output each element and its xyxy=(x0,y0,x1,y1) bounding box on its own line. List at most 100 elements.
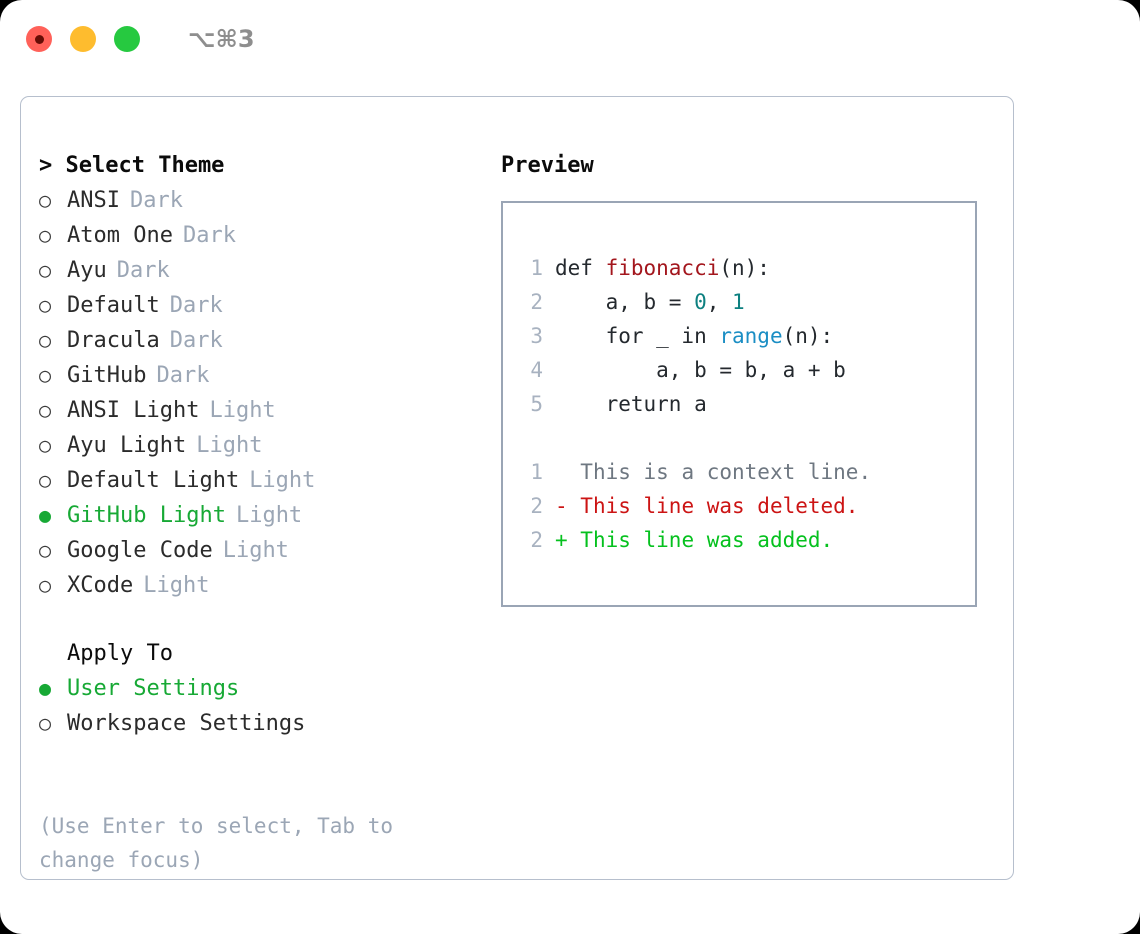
theme-option-tag: Dark xyxy=(116,258,170,283)
theme-option-tag: Light xyxy=(235,503,303,528)
code-token-plain: (n): xyxy=(782,324,834,348)
theme-option-github-light[interactable]: ● GitHub Light Light xyxy=(39,498,499,533)
radio-unselected-icon: ○ xyxy=(39,538,52,562)
code-token-num: 1 xyxy=(732,290,745,314)
theme-option-ansi[interactable]: ○ ANSI Dark xyxy=(39,183,499,218)
apply-to-option-label: User Settings xyxy=(67,676,240,701)
code-line-content: def fibonacci(n): xyxy=(555,251,770,285)
code-line: 4 a, b = b, a + b xyxy=(515,353,969,387)
line-number: 1 xyxy=(530,256,543,280)
diff-line-del: 2- This line was deleted. xyxy=(515,489,969,523)
theme-option-atom-one[interactable]: ○ Atom One Dark xyxy=(39,218,499,253)
radio-unselected-icon: ○ xyxy=(39,223,52,247)
diff-block: 1 This is a context line.2- This line wa… xyxy=(515,455,969,557)
theme-option-label: GitHub Light xyxy=(67,503,226,528)
apply-to-option-list: ●User Settings ○ Workspace Settings xyxy=(39,671,499,741)
theme-option-label: Ayu xyxy=(67,258,107,283)
theme-option-label: Default xyxy=(67,293,160,318)
radio-unselected-icon: ○ xyxy=(39,363,52,387)
theme-option-tag: Light xyxy=(143,573,210,598)
radio-unselected-icon: ○ xyxy=(39,711,52,735)
shortcut-label: ⌥⌘3 xyxy=(188,25,255,53)
radio-unselected-icon: ○ xyxy=(39,398,52,422)
theme-option-tag: Light xyxy=(222,538,289,563)
code-token-num: 0 xyxy=(694,290,707,314)
line-number: 3 xyxy=(530,324,543,348)
theme-option-tag: Dark xyxy=(182,223,236,248)
code-token-plain: a, b = xyxy=(555,290,695,314)
theme-option-ansi-light[interactable]: ○ ANSI Light Light xyxy=(39,393,499,428)
theme-option-label: Dracula xyxy=(67,328,160,353)
apply-to-option-workspace-settings[interactable]: ○ Workspace Settings xyxy=(39,706,499,741)
theme-option-default[interactable]: ○ Default Dark xyxy=(39,288,499,323)
code-diff-gap xyxy=(515,421,969,455)
radio-unselected-icon: ○ xyxy=(39,293,52,317)
line-number: 2 xyxy=(530,528,543,552)
theme-option-tag: Dark xyxy=(169,293,223,318)
diff-line-text: This is a context line. xyxy=(580,460,872,484)
line-number: 4 xyxy=(530,358,543,382)
theme-option-dracula[interactable]: ○ Dracula Dark xyxy=(39,323,499,358)
diff-marker: - xyxy=(555,494,581,518)
diff-line-text: This line was added. xyxy=(580,528,834,552)
code-token-plain: for _ in xyxy=(555,324,720,348)
diff-line-add: 2 + This line was added. xyxy=(515,523,969,557)
recording-indicator-dot xyxy=(34,34,44,44)
theme-option-label: Default Light xyxy=(67,468,240,493)
radio-unselected-icon: ○ xyxy=(39,573,52,597)
theme-option-tag: Light xyxy=(209,398,276,423)
radio-selected-icon: ● xyxy=(39,503,52,527)
theme-option-label: XCode xyxy=(67,573,134,598)
line-number: 1 xyxy=(530,460,543,484)
diff-marker xyxy=(555,455,580,489)
diff-marker: + xyxy=(555,528,581,552)
select-theme-header: > Select Theme xyxy=(39,153,225,178)
maximize-button[interactable] xyxy=(114,26,140,52)
close-button[interactable] xyxy=(26,26,52,52)
help-hint-text: (Use Enter to select, Tab to change focu… xyxy=(39,814,406,872)
code-token-fn: fibonacci xyxy=(605,256,720,280)
window-controls xyxy=(26,26,140,52)
apply-to-header: Apply To xyxy=(67,641,173,666)
code-token-plain: a, b = b, a + b xyxy=(555,358,846,382)
theme-option-tag: Light xyxy=(196,433,263,458)
theme-option-label: ANSI Light xyxy=(67,398,200,423)
theme-option-tag: Light xyxy=(249,468,316,493)
apply-to-option-user-settings[interactable]: ●User Settings xyxy=(39,671,499,706)
theme-option-tag: Dark xyxy=(129,188,183,213)
code-line: 2 a, b = 0, 1 xyxy=(515,285,969,319)
diff-line-text: This line was deleted. xyxy=(580,494,859,518)
theme-option-xcode[interactable]: ○ XCode Light xyxy=(39,568,499,603)
title-bar: ⌥⌘3 xyxy=(0,0,1140,78)
code-token-plain: , xyxy=(706,290,733,314)
list-spacer xyxy=(39,603,499,637)
code-token-plain: (n): xyxy=(719,256,770,280)
radio-unselected-icon: ○ xyxy=(39,328,52,352)
theme-option-label: Google Code xyxy=(67,538,213,563)
line-number: 2 xyxy=(530,494,543,518)
theme-option-label: Ayu Light xyxy=(67,433,187,458)
code-line: 3 for _ in range(n): xyxy=(515,319,969,353)
code-line-content: for _ in range(n): xyxy=(555,319,834,353)
diff-line-ctx: 1 This is a context line. xyxy=(515,455,969,489)
code-token-builtin: range xyxy=(719,324,783,348)
minimize-button[interactable] xyxy=(70,26,96,52)
code-token-plain: def xyxy=(555,256,606,280)
theme-option-google-code[interactable]: ○ Google Code Light xyxy=(39,533,499,568)
theme-option-label: Atom One xyxy=(67,223,173,248)
code-line: 1 def fibonacci(n): xyxy=(515,251,969,285)
theme-option-tag: Dark xyxy=(169,328,223,353)
code-token-plain: return a xyxy=(555,392,707,416)
radio-unselected-icon: ○ xyxy=(39,188,52,212)
theme-option-label: ANSI xyxy=(67,188,120,213)
apply-to-option-label: Workspace Settings xyxy=(67,711,306,736)
